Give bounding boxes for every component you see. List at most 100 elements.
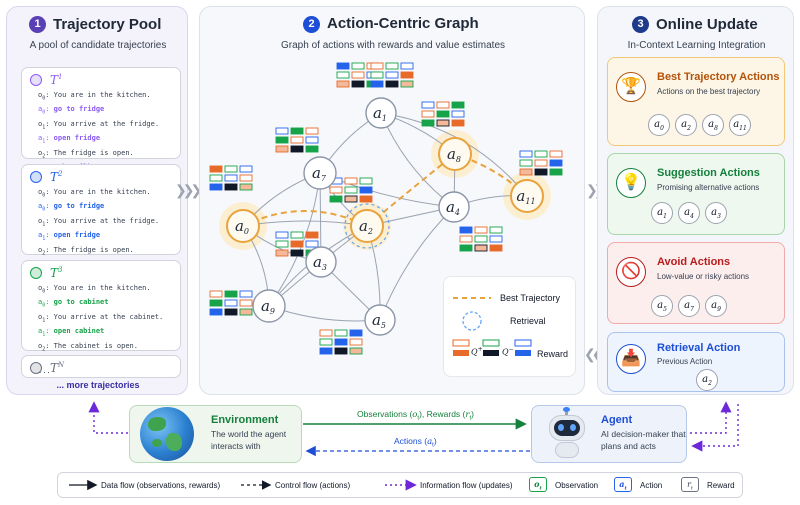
online-update-title: Online Update bbox=[656, 16, 758, 33]
trajectory-label: T1 bbox=[50, 73, 63, 87]
action-node-a11[interactable]: a11 bbox=[510, 179, 544, 213]
legend-control-flow: Control flow (actions) bbox=[275, 481, 351, 490]
svg-text:a8: a8 bbox=[447, 145, 461, 164]
actions-label: Actions (at) bbox=[394, 436, 437, 449]
svg-text:a9: a9 bbox=[261, 297, 275, 316]
step-badge-3: 3 bbox=[632, 16, 649, 33]
legend-q-plus-label: Q+ bbox=[471, 346, 483, 357]
reward-bars-icon bbox=[209, 290, 253, 316]
action-node-a4[interactable]: a4 bbox=[438, 191, 470, 223]
trajectory-dot-icon bbox=[30, 74, 42, 86]
environment-desc-line2: interacts with bbox=[211, 441, 261, 451]
svg-text:a4: a4 bbox=[446, 198, 460, 217]
step-badge-1: 1 bbox=[29, 16, 46, 33]
legend-q-minus-label: Q− bbox=[502, 346, 514, 357]
update-card-title: Suggestion Actions bbox=[657, 167, 760, 179]
agent-title: Agent bbox=[601, 414, 633, 426]
online-update-subtitle: In-Context Learning Integration bbox=[627, 40, 766, 51]
update-card-title: Retrieval Action bbox=[657, 342, 741, 354]
trajectory-action-step: a0: go to fridge bbox=[38, 105, 105, 116]
trajectory-card[interactable]: T3 o0: You are in the kitchen. a0: go to c… bbox=[21, 260, 181, 378]
action-chip[interactable]: a3 bbox=[705, 202, 727, 224]
update-card-subtitle: Previous Action bbox=[657, 357, 713, 366]
action-chip[interactable]: a1 bbox=[651, 202, 673, 224]
svg-text:a1: a1 bbox=[373, 104, 387, 123]
action-chip[interactable]: a2 bbox=[696, 369, 718, 391]
trajectory-observation-step: o2: The fridge is open. bbox=[38, 148, 134, 159]
lightbulb-icon: 💡 bbox=[616, 168, 646, 198]
action-chip[interactable]: a5 bbox=[651, 295, 673, 317]
trajectory-observation-step: o1: You arrive at the fridge. bbox=[38, 119, 160, 131]
legend-action: Action bbox=[640, 481, 663, 490]
action-node-a2[interactable]: a2 bbox=[350, 209, 384, 243]
action-node-a9[interactable]: a9 bbox=[252, 289, 286, 323]
best-trajectory-path bbox=[242, 152, 528, 228]
action-node-a1[interactable]: a1 bbox=[365, 97, 397, 129]
reward-bars-icon bbox=[519, 150, 563, 176]
reward-chip: rt bbox=[681, 477, 699, 492]
trajectory-header: T3 bbox=[30, 266, 62, 280]
reward-bars-icon bbox=[329, 177, 373, 203]
trajectory-observation-step: o1: You arrive at the fridge. bbox=[38, 216, 160, 228]
svg-text:a11: a11 bbox=[516, 187, 535, 206]
more-trajectories-link[interactable]: ... more trajectories bbox=[56, 380, 140, 390]
trajectory-action-step: a1: open fridge bbox=[38, 134, 101, 145]
trajectory-dot-icon bbox=[30, 171, 42, 183]
info-flow-agent-to-update bbox=[690, 401, 732, 434]
trajectory-label: TN bbox=[50, 361, 65, 375]
globe-icon bbox=[140, 407, 194, 461]
environment-title: Environment bbox=[211, 414, 279, 426]
action-node-a5[interactable]: a5 bbox=[364, 304, 396, 336]
no-entry-icon: 🚫 bbox=[616, 257, 646, 287]
action-node-a3[interactable]: a3 bbox=[305, 246, 337, 278]
trajectory-card[interactable]: T1 o0: You are in the kitchen. a0: go to f… bbox=[21, 67, 181, 185]
trajectory-header: TN bbox=[30, 361, 64, 375]
reward-bars-icon bbox=[459, 226, 503, 252]
trajectory-observation-step: o0: You are in the kitchen. bbox=[38, 91, 151, 102]
action-chip[interactable]: a7 bbox=[678, 295, 700, 317]
trajectory-label: T3 bbox=[50, 266, 63, 280]
observation-chip: ot bbox=[529, 477, 547, 492]
trajectory-header: T2 bbox=[30, 170, 62, 184]
action-chip[interactable]: a8 bbox=[702, 114, 724, 136]
svg-text:a2: a2 bbox=[359, 217, 373, 236]
action-chip[interactable]: a9 bbox=[705, 295, 727, 317]
legend-data-flow: Data flow (observations, rewards) bbox=[101, 481, 221, 490]
observations-rewards-label: Observations (ot), Rewards (rt) bbox=[357, 409, 474, 422]
action-graph-title: Action-Centric Graph bbox=[327, 15, 479, 32]
action-chip[interactable]: a0 bbox=[648, 114, 670, 136]
update-card-title: Avoid Actions bbox=[657, 256, 731, 268]
svg-text:a0: a0 bbox=[235, 217, 249, 236]
trajectory-pool-title: Trajectory Pool bbox=[53, 16, 162, 33]
trajectory-more: ... bbox=[38, 367, 51, 375]
agent-desc-line1: AI decision-maker that bbox=[601, 429, 686, 439]
trajectory-action-step: a1: open cabinet bbox=[38, 327, 105, 338]
action-chip[interactable]: a2 bbox=[675, 114, 697, 136]
action-node-a8[interactable]: a8 bbox=[438, 137, 472, 171]
environment-desc-line1: The world the agent bbox=[211, 429, 287, 439]
legend-reward: Reward bbox=[707, 481, 735, 490]
action-node-a7[interactable]: a7 bbox=[303, 156, 337, 190]
update-card-title: Best Trajectory Actions bbox=[657, 71, 780, 83]
trajectory-card[interactable]: TN... bbox=[21, 355, 181, 378]
reward-bars-icon bbox=[209, 165, 253, 191]
trajectory-action-step: a0: go to cabinet bbox=[38, 298, 109, 309]
action-node-a0[interactable]: a0 bbox=[226, 209, 260, 243]
action-chip[interactable]: a4 bbox=[678, 202, 700, 224]
trajectory-dot-icon bbox=[30, 267, 42, 279]
svg-text:a3: a3 bbox=[313, 253, 327, 272]
trajectory-observation-step: o0: You are in the kitchen. bbox=[38, 284, 151, 295]
action-chip[interactable]: a11 bbox=[729, 114, 751, 136]
info-flow-to-pool bbox=[88, 401, 128, 434]
chevron-right-icon: ❯❯❯ bbox=[175, 182, 202, 198]
trajectory-observation-step: o0: You are in the kitchen. bbox=[38, 188, 151, 199]
robot-icon bbox=[545, 407, 589, 459]
update-card-subtitle: Actions on the best trajectory bbox=[657, 87, 761, 96]
retrieval-circle-icon bbox=[462, 311, 482, 331]
